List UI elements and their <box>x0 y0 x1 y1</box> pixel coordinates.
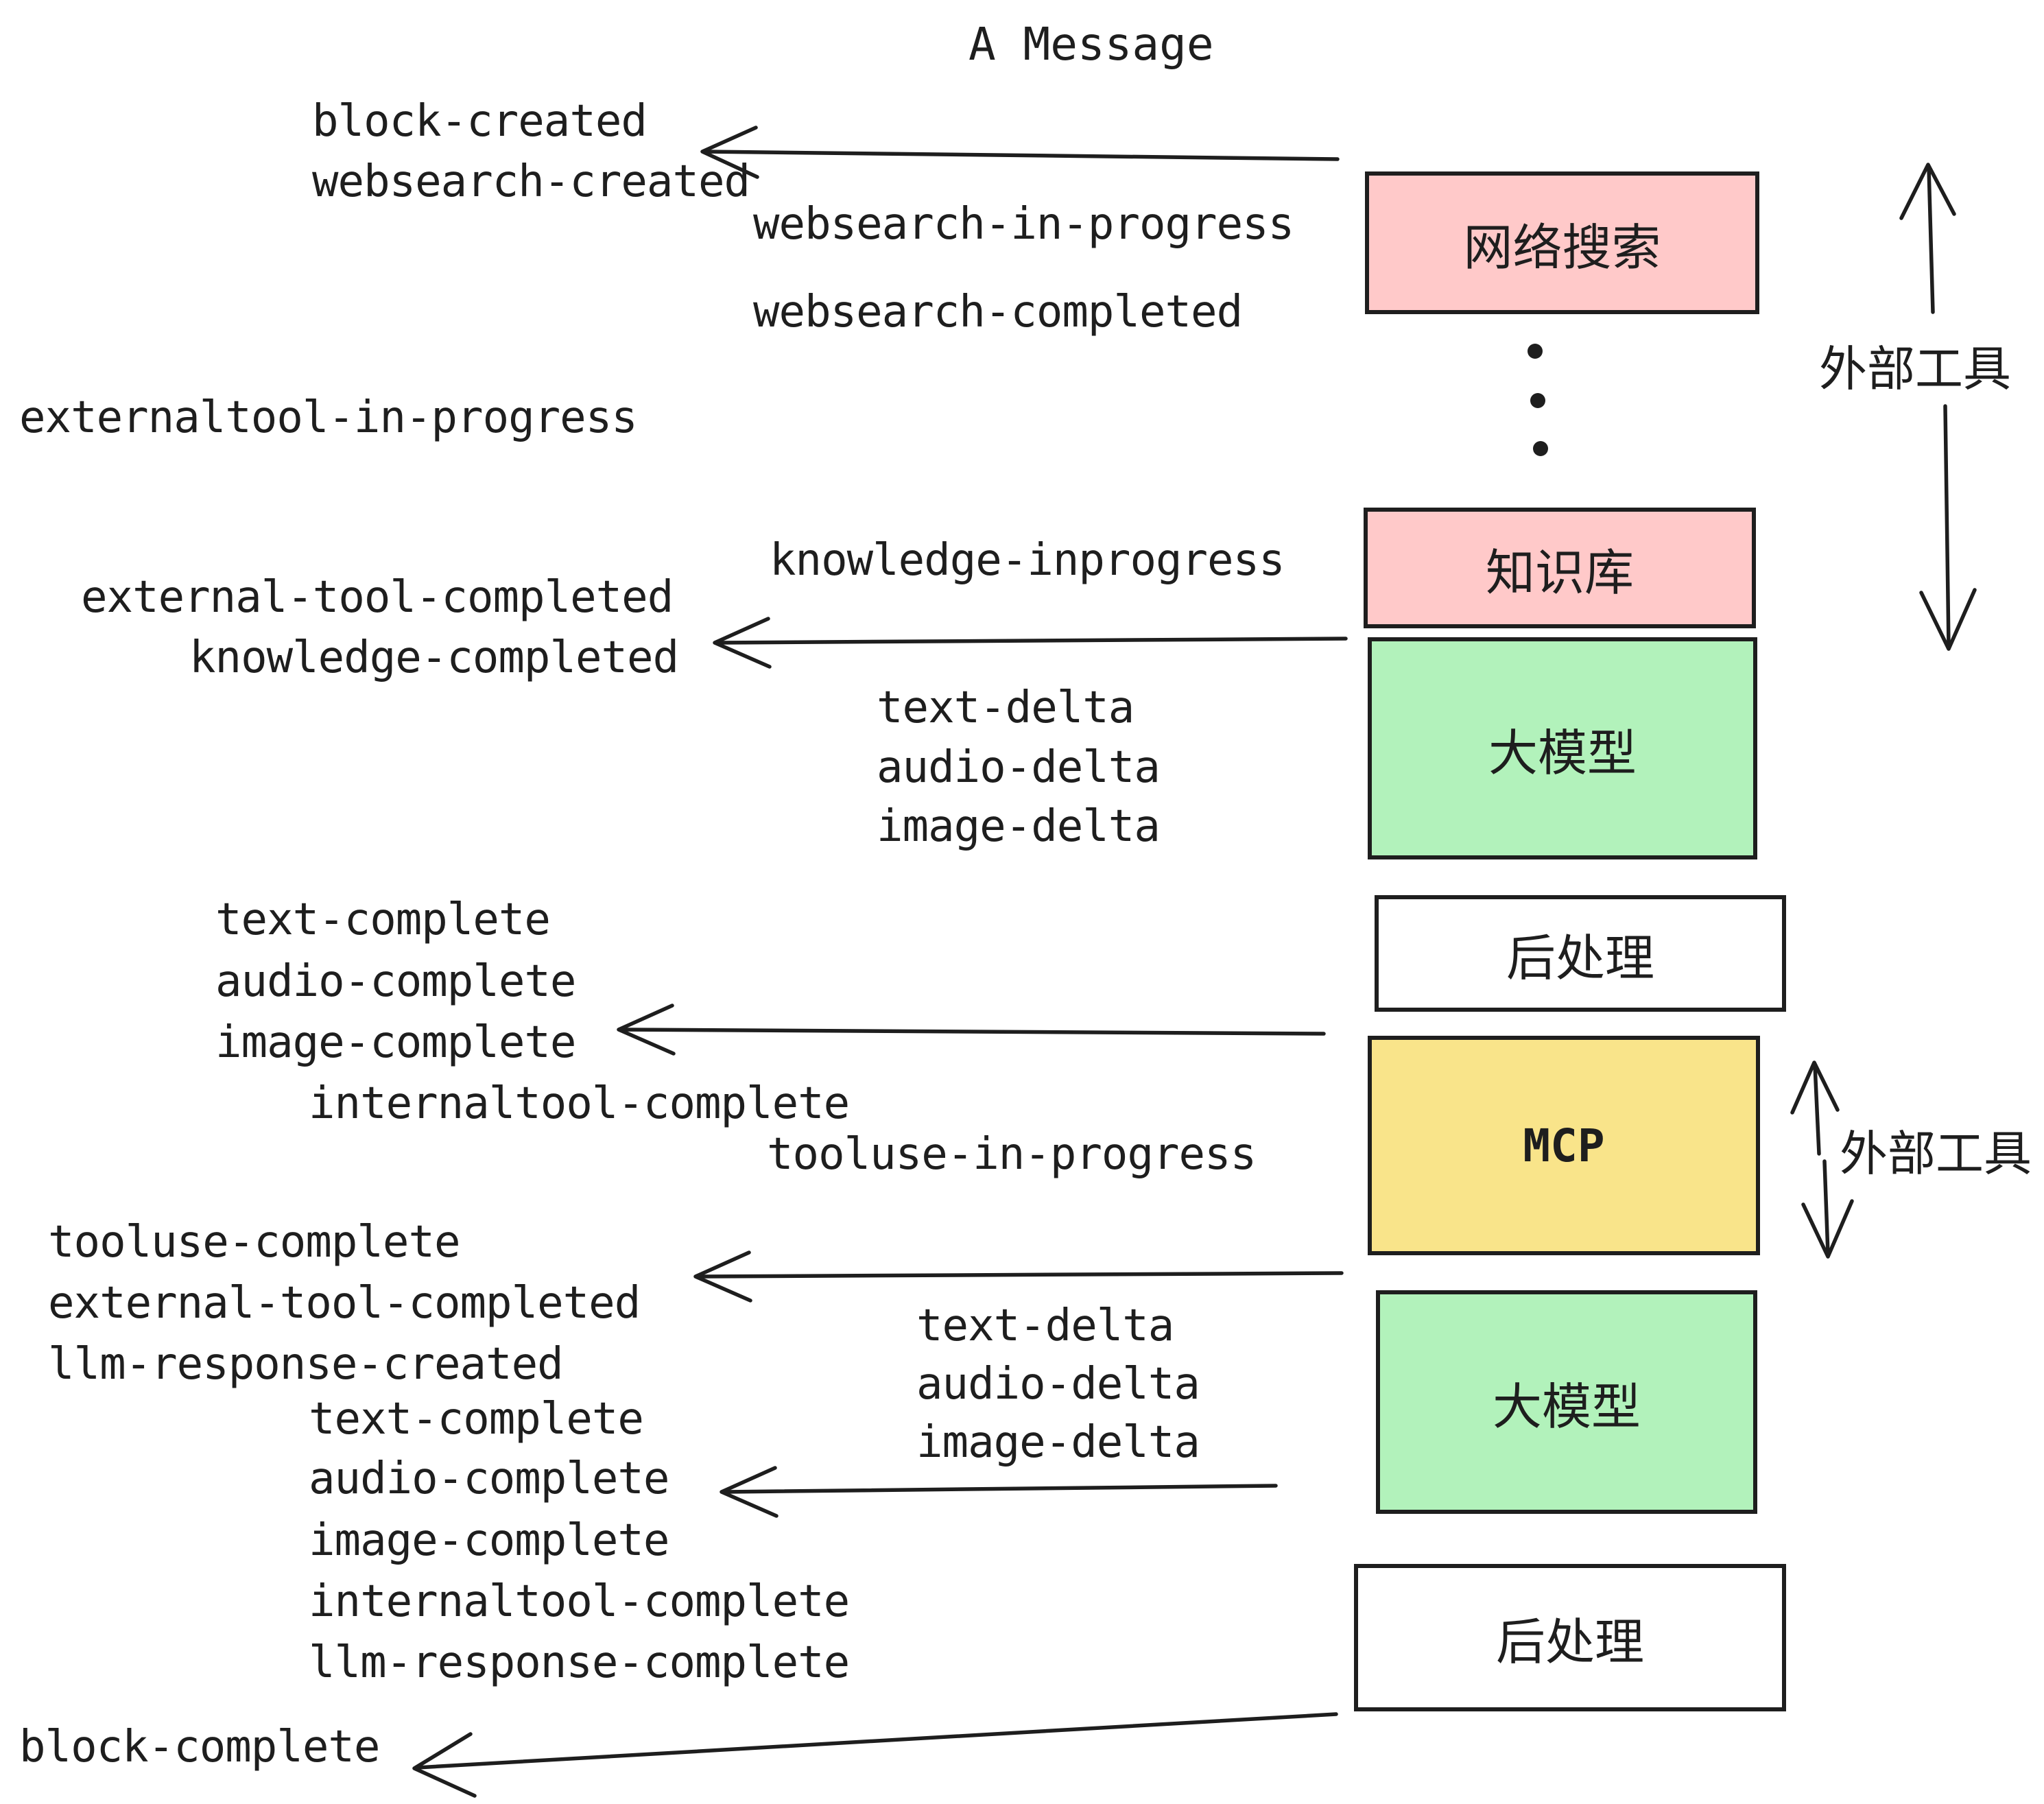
event-externaltool-in-progress: externaltool-in-progress <box>19 392 638 443</box>
event-tooluse-complete: tooluse-complete <box>48 1217 460 1268</box>
event-websearch-completed: websearch-completed <box>753 287 1243 337</box>
event-knowledge-completed: knowledge-completed <box>189 632 679 683</box>
box-llm-1: 大模型 <box>1368 637 1757 859</box>
event-text-delta: text-delta <box>877 683 1134 733</box>
event-external-tool-completed: external-tool-completed <box>81 572 674 623</box>
box-web-search-label: 网络搜索 <box>1463 220 1661 276</box>
ellipsis-dots-icon <box>1528 344 1548 456</box>
event-internaltool-complete: internaltool-complete <box>309 1078 850 1129</box>
event-llm-response-created: llm-response-created <box>48 1339 564 1390</box>
box-knowledge-base-label: 知识库 <box>1485 545 1634 601</box>
box-web-search: 网络搜索 <box>1365 171 1759 314</box>
event-image-complete: image-complete <box>215 1017 576 1068</box>
box-post-process-1-label: 后处理 <box>1506 931 1654 986</box>
event-websearch-created: websearch-created <box>312 156 750 207</box>
event-text-complete-2: text-complete <box>309 1394 644 1445</box>
event-audio-complete-2: audio-complete <box>309 1453 669 1504</box>
event-knowledge-inprogress: knowledge-inprogress <box>770 535 1285 586</box>
event-internaltool-complete-2: internaltool-complete <box>309 1576 850 1627</box>
arrow-tooluse-complete <box>693 1250 1344 1303</box>
event-block-created: block-created <box>312 96 647 147</box>
event-image-complete-2: image-complete <box>309 1515 669 1566</box>
event-websearch-in-progress: websearch-in-progress <box>753 199 1294 250</box>
event-image-delta: image-delta <box>877 801 1161 852</box>
event-external-tool-completed-2: external-tool-completed <box>48 1278 641 1329</box>
event-block-complete: block-complete <box>19 1722 380 1772</box>
arrow-llm-response <box>720 1466 1278 1518</box>
event-llm-response-complete: llm-response-complete <box>309 1637 850 1688</box>
box-post-process-2-label: 后处理 <box>1495 1615 1644 1670</box>
arrow-internal-complete <box>617 1004 1326 1056</box>
event-audio-delta: audio-delta <box>877 742 1161 793</box>
arrow-websearch-created <box>700 126 1340 179</box>
event-audio-delta-2: audio-delta <box>916 1359 1200 1410</box>
event-tooluse-in-progress: tooluse-in-progress <box>767 1129 1257 1180</box>
external-tools-double-arrow-top <box>1899 163 1977 651</box>
event-text-complete: text-complete <box>215 894 551 945</box>
event-image-delta-2: image-delta <box>916 1417 1200 1468</box>
box-knowledge-base: 知识库 <box>1364 508 1756 628</box>
box-llm-2-label: 大模型 <box>1492 1379 1641 1435</box>
box-post-process-1: 后处理 <box>1375 895 1786 1012</box>
box-mcp: MCP <box>1368 1036 1760 1255</box>
event-audio-complete: audio-complete <box>215 956 576 1007</box>
event-text-delta-2: text-delta <box>916 1301 1174 1351</box>
box-mcp-label: MCP <box>1523 1119 1605 1172</box>
box-llm-2: 大模型 <box>1376 1290 1757 1514</box>
box-llm-1-label: 大模型 <box>1488 726 1637 781</box>
box-post-process-2: 后处理 <box>1354 1564 1786 1711</box>
diagram-title: A Message <box>968 18 1214 71</box>
arrow-knowledge-completed <box>713 617 1348 669</box>
arrow-block-complete <box>412 1712 1338 1798</box>
external-tools-label-mcp: 外部工具 <box>1840 1127 2032 1180</box>
external-tools-label-top: 外部工具 <box>1819 342 2011 396</box>
